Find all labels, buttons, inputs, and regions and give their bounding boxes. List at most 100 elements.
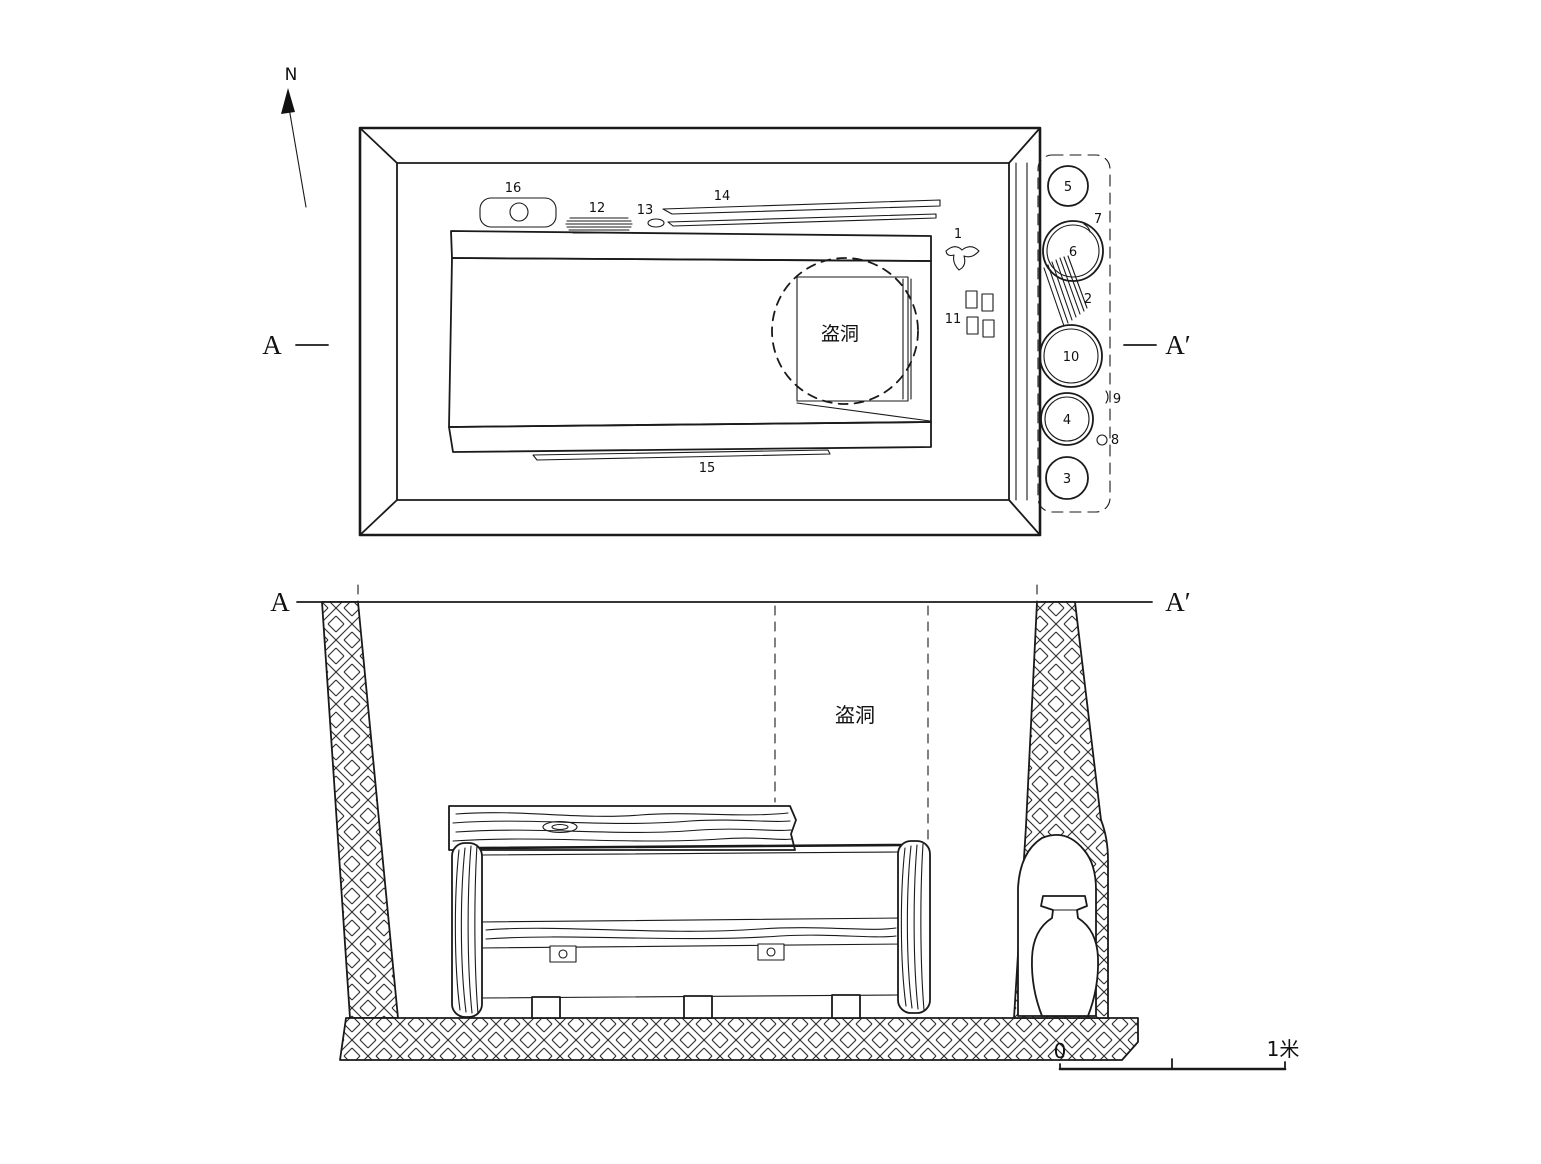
pit-corner-se <box>1008 499 1041 536</box>
coffin-foot-band <box>448 421 932 453</box>
pot-10: 10 <box>1039 324 1103 388</box>
artifact-16-label: 16 <box>505 181 522 196</box>
artifact-12-strokes <box>565 217 633 234</box>
coffin-band-grain <box>485 927 897 940</box>
artifact-14-rod-upper <box>662 199 941 215</box>
item-8-mark <box>1096 434 1108 446</box>
coffin-foot-1 <box>531 996 561 1019</box>
artifact-13-outline <box>647 218 665 228</box>
pot-10-label: 10 <box>1063 350 1080 365</box>
coffin-head-band <box>450 230 932 262</box>
pot-10-outline <box>1039 324 1103 388</box>
artifact-14-label: 14 <box>714 189 731 204</box>
bundle-2-label: 2 <box>1084 292 1092 307</box>
artifact-16-outline <box>479 197 557 228</box>
pot-6: 6 <box>1042 220 1104 282</box>
floor-hatch <box>339 1017 1139 1061</box>
left-wall-hatch <box>321 601 399 1019</box>
item-9-mark <box>1105 390 1109 404</box>
pit-outline-plan <box>358 126 1042 537</box>
section-label-a-prime: A′ <box>1165 587 1190 617</box>
north-label: N <box>285 65 298 85</box>
artifact-12-label: 12 <box>589 201 606 216</box>
item-7-label: 7 <box>1094 212 1102 227</box>
artifact-11-piece-2 <box>981 293 994 312</box>
pot-4: 4 <box>1040 392 1094 446</box>
pot-3-outline <box>1045 456 1089 500</box>
coffin-end-cap-right-grain <box>900 843 925 1011</box>
plan-section-label-a: A <box>262 330 282 360</box>
plan-artifacts: 16 12 13 14 1 11 <box>479 181 995 476</box>
coffin-foot-2 <box>683 995 713 1019</box>
niche-pot <box>1031 895 1099 1017</box>
pit-corner-nw <box>359 127 398 164</box>
north-arrow-head <box>281 88 295 114</box>
artifact-11-piece-4 <box>982 319 995 338</box>
pot-4-outline <box>1040 392 1094 446</box>
robber-hole-plan: 盗洞 <box>771 257 919 405</box>
plank-knot-outer <box>542 820 578 834</box>
pit-inner-edge <box>396 162 1010 501</box>
pot-5-label: 5 <box>1064 180 1072 195</box>
scale-zero-label: 0 <box>1054 1039 1067 1063</box>
section-label-a: A <box>270 587 290 617</box>
artifact-11-piece-1 <box>965 290 978 309</box>
artifact-11-label: 11 <box>945 312 962 327</box>
coffin-grain-band <box>479 917 903 949</box>
niche-dashed-boundary <box>1037 154 1111 513</box>
north-arrow: N <box>281 65 307 208</box>
plank-grain <box>452 812 793 842</box>
artifact-13-label: 13 <box>637 203 654 218</box>
pot-4-inner-rim <box>1044 396 1090 442</box>
coffin-exposed-interior <box>796 276 909 402</box>
coffin-cleat-1-peg <box>558 949 568 959</box>
coffin-top-line <box>476 843 904 850</box>
side-niche-plan: 5 7 6 2 10 4 <box>1037 154 1121 513</box>
artifact-1-outline <box>945 246 980 271</box>
artifact-13-small-object: 13 <box>637 203 665 228</box>
item-8: 8 <box>1096 433 1119 448</box>
pit-corner-sw <box>359 499 398 536</box>
robber-hole-label-plan: 盗洞 <box>821 323 859 345</box>
artifact-14-staff: 14 <box>662 189 941 227</box>
coffin-section <box>451 840 931 1019</box>
pit-outer-edge <box>358 126 1042 537</box>
wooden-plank-section <box>448 805 797 851</box>
coffin-cleat-2 <box>757 943 785 961</box>
robber-hole-dashed-circle <box>771 257 919 405</box>
coffin-top-inner-line <box>481 851 899 856</box>
bundle-2-strokes <box>1043 255 1088 327</box>
artifact-1-ornament: 1 <box>945 227 980 271</box>
item-9-label: 9 <box>1113 392 1121 407</box>
pot-5-outline <box>1047 165 1089 207</box>
pot-4-label: 4 <box>1063 413 1071 428</box>
plan-section-markers: A A′ <box>262 330 1190 360</box>
coffin-end-cap-left-grain <box>454 844 479 1015</box>
coffin-cleat-2-peg <box>766 947 776 957</box>
artifact-16-headrest: 16 <box>479 181 557 228</box>
bundle-2: 2 <box>1043 255 1092 327</box>
robber-hole-section: 盗洞 <box>774 605 929 841</box>
north-arrow-shaft <box>287 101 307 208</box>
plan-section-label-a-prime: A′ <box>1165 330 1190 360</box>
artifact-14-rod-lower <box>667 213 937 227</box>
section-view: A A′ 盗洞 <box>270 584 1300 1071</box>
pot-10-inner-rim <box>1043 328 1099 384</box>
plan-view: N A A′ <box>262 65 1191 537</box>
pit-corner-ne <box>1008 127 1041 164</box>
pot-6-inner-rim <box>1046 224 1100 278</box>
coffin-cleat-1 <box>549 945 577 963</box>
pot-6-label: 6 <box>1069 245 1077 260</box>
item-8-label: 8 <box>1111 433 1119 448</box>
artifact-12-comb: 12 <box>565 201 633 234</box>
niche-pot-outline <box>1031 895 1099 1017</box>
coffin-plan <box>448 230 932 453</box>
artifact-15-rod: 15 <box>532 449 831 476</box>
artifact-1-label: 1 <box>954 227 962 242</box>
pot-3: 3 <box>1045 456 1089 500</box>
artifact-11-piece-3 <box>966 316 979 335</box>
scale-one-meter-label: 1米 <box>1267 1037 1300 1061</box>
pot-3-label: 3 <box>1063 472 1071 487</box>
plank-knot-inner <box>551 823 569 831</box>
